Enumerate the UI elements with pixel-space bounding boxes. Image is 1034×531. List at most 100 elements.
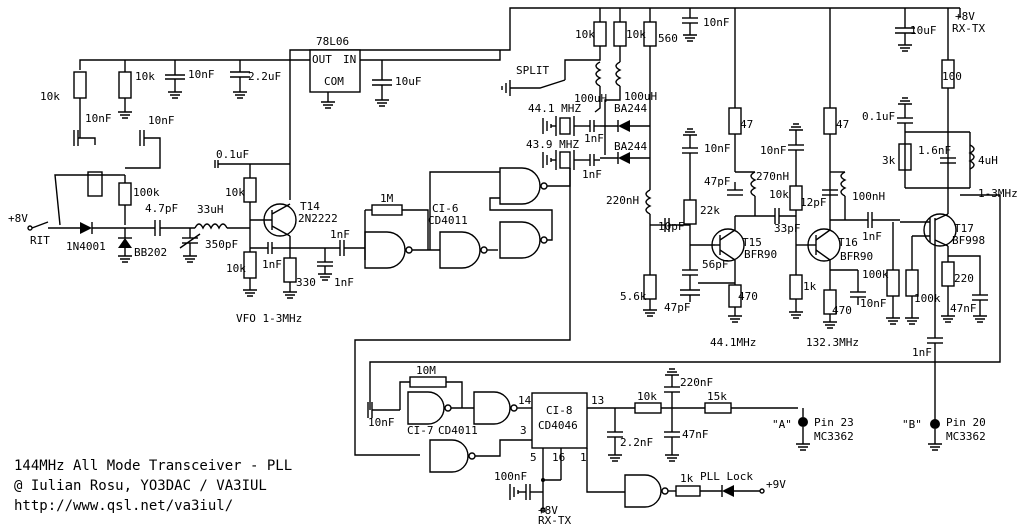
l100uh-a-label: 100uH xyxy=(574,92,607,105)
cap-100nf-ci8-label: 100nF xyxy=(494,470,527,483)
title-line-3: http://www.qsl.net/va3iul/ xyxy=(14,498,233,514)
l4uh-label: 4uH xyxy=(978,154,998,167)
ci7-part-label: CD4011 xyxy=(438,424,478,437)
pin23-label: Pin 23 xyxy=(814,416,854,429)
cap-10uf-reg-label: 10uF xyxy=(395,75,422,88)
freq-13-note: 1-3MHz xyxy=(978,187,1018,200)
r100k-t17-label: 100k xyxy=(914,292,941,305)
cap-10nf-top-label: 10nF xyxy=(703,16,730,29)
resistor-1k-t16 xyxy=(789,274,803,300)
cap-47pf-t15-label: 47pF xyxy=(704,175,731,188)
inductor-100uh-b xyxy=(615,61,622,87)
r1k-t16-label: 1k xyxy=(803,280,817,293)
freq-441-note: 44.1MHz xyxy=(710,336,756,349)
ci8-part-label: CD4046 xyxy=(538,419,578,432)
crystal-441 xyxy=(559,117,571,135)
resistor-100k-vfo xyxy=(118,182,132,206)
pin13-label: 13 xyxy=(591,394,604,407)
cap-33pf-label: 33pF xyxy=(774,222,801,235)
plus8-left-label: +8V xyxy=(8,212,28,225)
ci6-part-label: CD4011 xyxy=(428,214,468,227)
cap-1nf-vfo3-label: 1nF xyxy=(334,276,354,289)
tap-a-label: "A" xyxy=(772,418,792,431)
title-line-2: @ Iulian Rosu, YO3DAC / VA3IUL xyxy=(14,478,267,494)
r330-label: 330 xyxy=(296,276,316,289)
l270nh-label: 270nH xyxy=(756,170,789,183)
resistor-10k-vfo xyxy=(243,177,257,203)
plus8-bottom-label: +8V xyxy=(538,504,558,517)
varicap-bb202 xyxy=(118,238,132,248)
split-label: SPLIT xyxy=(516,64,549,77)
r100k-t16-label: 100k xyxy=(862,268,889,281)
cap-10nf-a-label: 10nF xyxy=(188,68,215,81)
pin23-terminal xyxy=(798,417,808,427)
t15-part-label: BFR90 xyxy=(744,248,777,261)
transistor-t17 xyxy=(923,213,957,247)
r22k-label: 22k xyxy=(700,204,720,217)
rit-switch-terminal xyxy=(27,225,33,231)
resistor-22k xyxy=(683,199,697,225)
cap-10nf-t16-label: 10nF xyxy=(760,144,787,157)
cap-1nf-x2-label: 1nF xyxy=(582,168,602,181)
plus8-bottom-terminal xyxy=(540,507,546,513)
t14-label: T14 xyxy=(300,200,320,213)
pin20-label: Pin 20 xyxy=(946,416,986,429)
cap-56pf-label: 56pF xyxy=(702,258,729,271)
resistor-100k-t16 xyxy=(886,269,900,297)
transistor-t15 xyxy=(711,228,745,262)
transistor-t16 xyxy=(807,228,841,262)
resistor-1k-led xyxy=(675,485,701,497)
r10k-vfo2-label: 10k xyxy=(226,262,246,275)
cap-10nf-ci7-label: 10nF xyxy=(368,416,395,429)
cap-1nf-t17-label: 1nF xyxy=(862,230,882,243)
cap-10uf-top-label: 10uF xyxy=(910,24,937,37)
l100nh-label: 100nH xyxy=(852,190,885,203)
cap-10pf-label: 10pF xyxy=(658,220,685,233)
inductor-33uh xyxy=(194,223,228,230)
pll-lock-gate xyxy=(624,474,662,508)
pin14-label: 14 xyxy=(518,394,532,407)
diode-1n4001-label: 1N4001 xyxy=(66,240,106,253)
cap-220nf-label: 220nF xyxy=(680,376,713,389)
r47-b-label: 47 xyxy=(836,118,849,131)
r10k-split2-label: 10k xyxy=(626,28,646,41)
pin16-label: 16 xyxy=(552,451,565,464)
rxtx-bottom-label: RX-TX xyxy=(538,514,571,527)
r10k-t16-label: 10k xyxy=(769,188,789,201)
rxtx-top-label: RX-TX xyxy=(952,22,985,35)
r5k6-label: 5.6k xyxy=(620,290,647,303)
inductor-270nh xyxy=(750,171,757,197)
crystal-441-label: 44.1 MHZ xyxy=(528,102,581,115)
varicap-label: BB202 xyxy=(134,246,167,259)
top-supply-rail xyxy=(289,7,961,60)
cap-47pf-label: 4.7pF xyxy=(145,202,178,215)
crystal-439-label: 43.9 MHZ xyxy=(526,138,579,151)
regulator-out: OUT xyxy=(312,53,332,66)
cap-10nf-t16b-label: 10nF xyxy=(860,297,887,310)
t17-part-label: BF998 xyxy=(952,234,985,247)
cap-1nf-vfo2-label: 1nF xyxy=(330,228,350,241)
resistor-10m xyxy=(409,376,447,388)
r100k-label: 100k xyxy=(133,186,160,199)
pot-10k-1 xyxy=(73,71,87,99)
ba244-b-label: BA244 xyxy=(614,140,647,153)
inductor-100nh xyxy=(840,171,847,197)
regulator-com: COM xyxy=(324,75,344,88)
resistor-10k-split1 xyxy=(593,21,607,47)
pot2-label: 10k xyxy=(135,70,155,83)
l100uh-b-label: 100uH xyxy=(624,90,657,103)
r470-b-label: 470 xyxy=(832,304,852,317)
ci6-gate-1 xyxy=(364,231,406,269)
cap-22uf-label: 2.2uF xyxy=(248,70,281,83)
rit-relay xyxy=(87,171,103,197)
crystal-439 xyxy=(559,151,571,169)
pll-lock-led xyxy=(722,485,734,497)
r3k-label: 3k xyxy=(882,154,896,167)
ba244-a-label: BA244 xyxy=(614,102,647,115)
rit-label: RIT xyxy=(30,234,50,247)
cap-47nf-lf-label: 47nF xyxy=(682,428,709,441)
cap-22nf-label: 2.2nF xyxy=(620,436,653,449)
ci8-label: CI-8 xyxy=(546,404,573,417)
cap-47pf-b-label: 47pF xyxy=(664,301,691,314)
